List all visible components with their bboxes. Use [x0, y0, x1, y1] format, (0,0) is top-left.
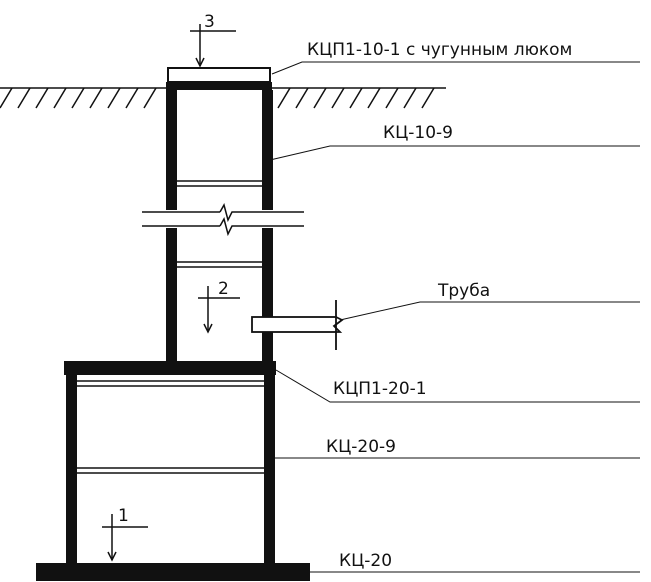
- transition-slab: [64, 361, 276, 375]
- pipe: [251, 300, 344, 350]
- label-upper-ring: КЦ-10-9: [383, 123, 453, 143]
- mark-2-label: 2: [218, 279, 229, 299]
- label-base-slab: КЦ-20: [339, 551, 392, 571]
- mark-1-label: 1: [118, 506, 129, 526]
- label-hatch-cover: КЦП1-10-1 с чугунным люком: [307, 40, 572, 60]
- ground-surface: [0, 87, 446, 109]
- hatch-cover-slab: [166, 67, 272, 90]
- label-lower-ring: КЦ-20-9: [326, 437, 396, 457]
- section-mark-1: [102, 514, 148, 562]
- label-pipe: Труба: [437, 281, 490, 301]
- mark-3-label: 3: [204, 12, 215, 32]
- upper-shaft: [166, 90, 273, 363]
- base-slab: [36, 563, 310, 581]
- label-transition-slab: КЦП1-20-1: [333, 379, 427, 399]
- lower-chamber: [66, 375, 275, 563]
- section-mark-2: [198, 286, 240, 334]
- leader-lines: [269, 61, 640, 573]
- section-mark-3: [190, 24, 236, 68]
- break-lines: [142, 203, 304, 237]
